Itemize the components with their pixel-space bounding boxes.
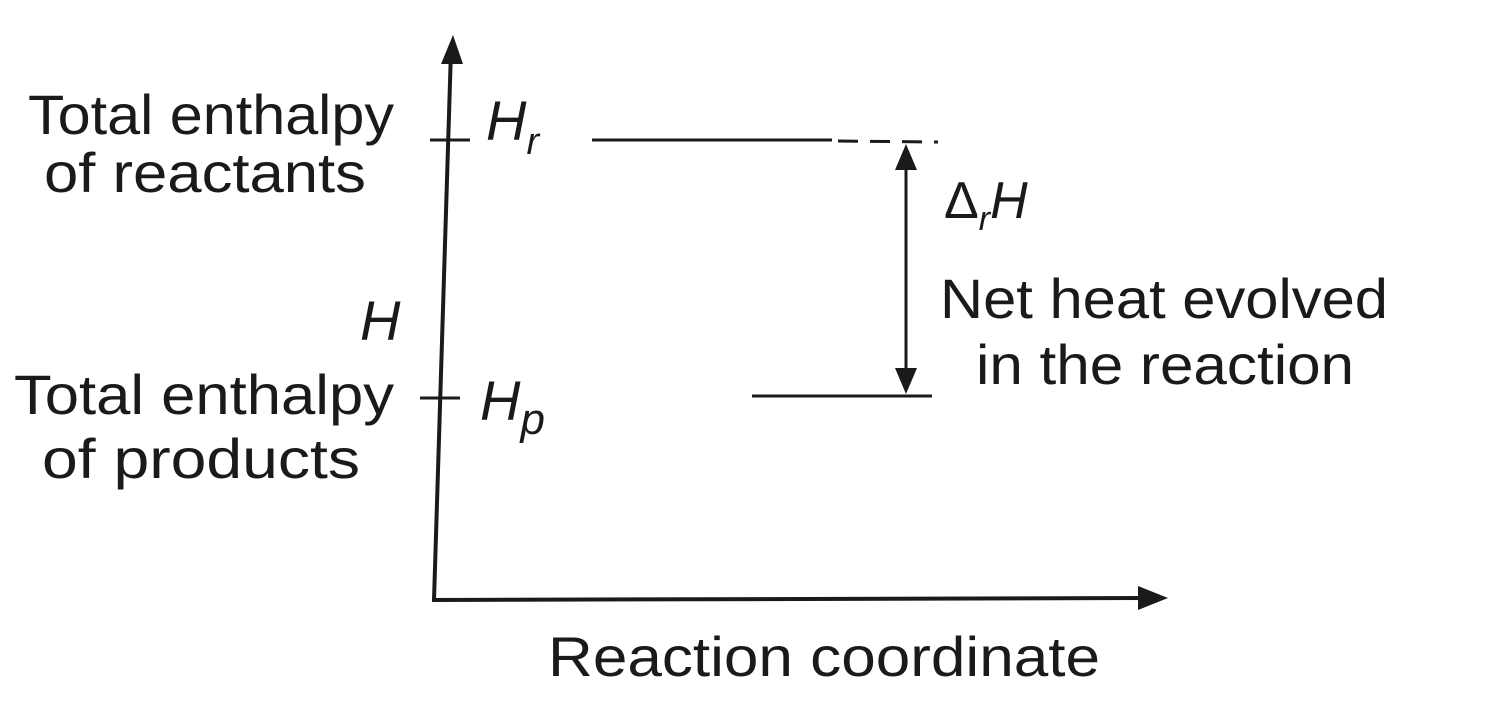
reactants-symbol-main: H [486,89,527,152]
delta-h-symbol: ΔrH [944,172,1028,238]
reactants-level-dashed [837,139,939,144]
y-axis [432,49,453,601]
x-axis-arrowhead [1138,586,1168,610]
y-axis-label: H [360,289,401,352]
reactants-label-line2: of reactants [44,141,366,204]
delta-h-caption-line1: Net heat evolved [940,267,1388,330]
products-label-line2: of products [42,427,360,490]
delta-h-caption-line2: in the reaction [976,333,1354,396]
delta-h-symbol-main: H [990,172,1028,230]
products-symbol-sub: p [518,395,544,444]
x-axis [431,596,1151,602]
delta-h-arrowhead-up [895,144,917,170]
delta-h-arrowhead-down [895,368,917,394]
y-axis-arrowhead [441,35,463,64]
reactants-symbol-sub: r [526,121,540,163]
reactants-symbol: Hr [486,89,540,163]
delta-h-symbol-sub: r [979,200,992,238]
reactants-label-line1: Total enthalpy [28,83,394,146]
products-label-line1: Total enthalpy [14,363,394,426]
delta-h-symbol-delta: Δ [944,172,979,230]
x-axis-label: Reaction coordinate [548,625,1100,688]
products-symbol: Hp [480,369,545,444]
products-symbol-main: H [480,369,521,432]
